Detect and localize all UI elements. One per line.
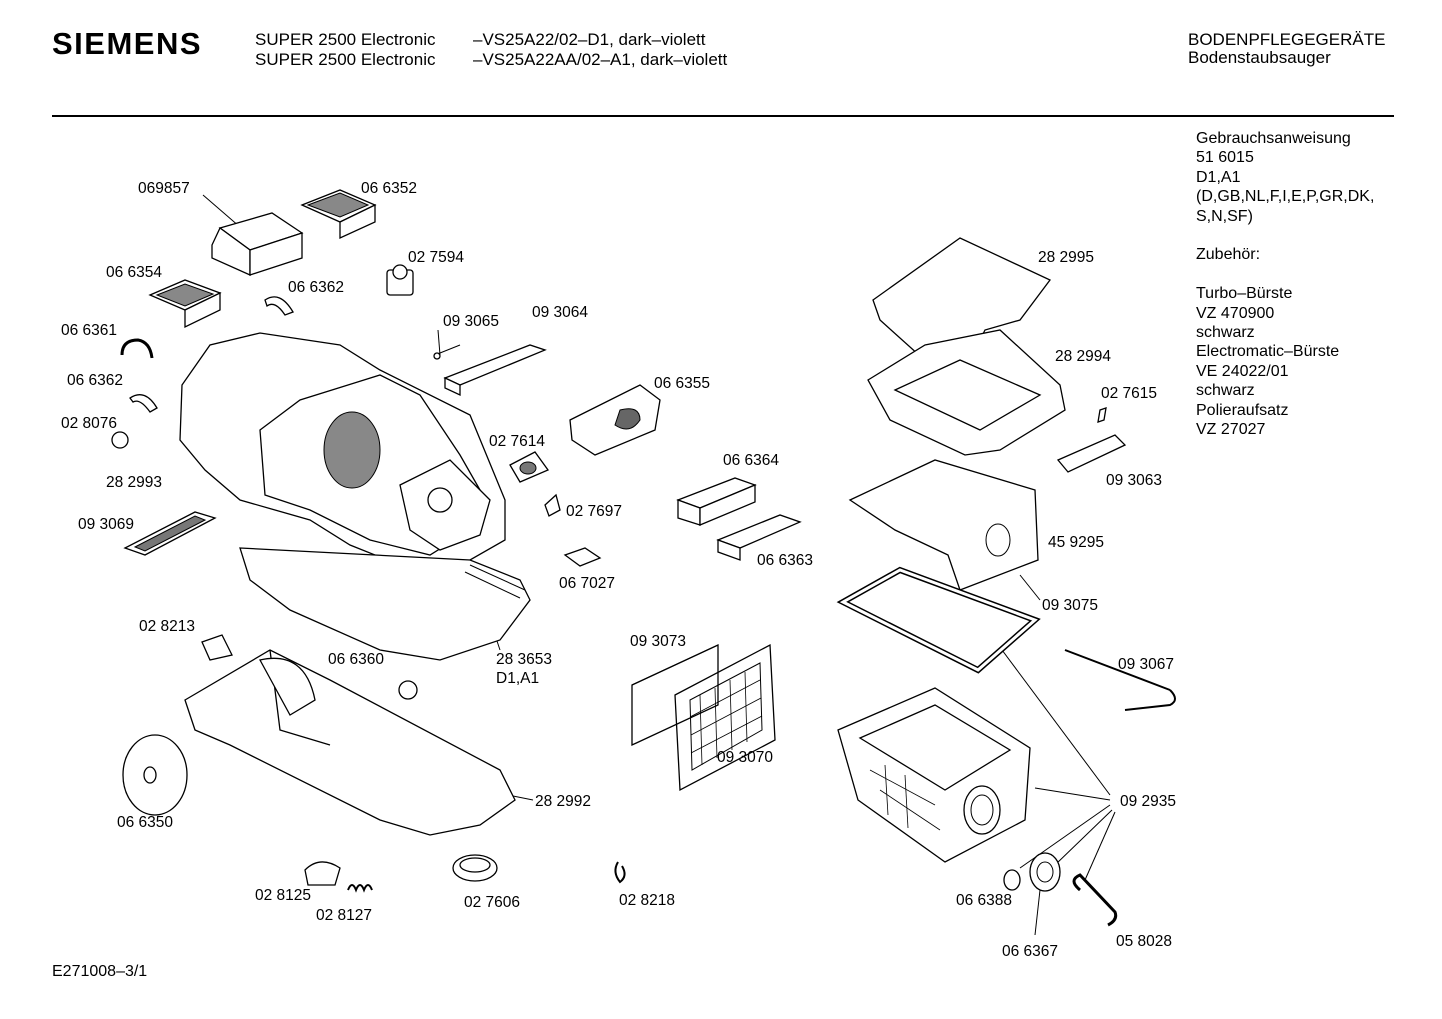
part-label: 09 3073 bbox=[630, 633, 687, 650]
part-label: 05 8028 bbox=[1116, 933, 1173, 950]
brand-logo: SIEMENS bbox=[52, 26, 203, 61]
part-label: 06 6388 bbox=[956, 892, 1013, 909]
part-066363 bbox=[716, 514, 802, 561]
part-label: 28 2994 bbox=[1055, 348, 1112, 365]
clip-066362 bbox=[129, 394, 158, 413]
bag-459295 bbox=[848, 459, 1039, 591]
model-name-2: SUPER 2500 Electronic bbox=[255, 50, 436, 69]
part-label: 09 3070 bbox=[717, 749, 774, 766]
header-divider bbox=[52, 115, 1394, 117]
part-label: 09 3065 bbox=[443, 313, 500, 330]
chassis-282992 bbox=[184, 649, 516, 836]
part-label: 069857 bbox=[138, 180, 190, 197]
lid-282995 bbox=[872, 237, 1052, 366]
part-label: 02 8125 bbox=[255, 887, 312, 904]
panel-066355 bbox=[569, 384, 661, 456]
part-label: 45 9295 bbox=[1048, 534, 1105, 551]
part-label: 09 3069 bbox=[78, 516, 135, 533]
part-label: 06 6354 bbox=[106, 264, 163, 281]
bumper-283653 bbox=[239, 547, 531, 661]
drawing-id: E271008–3/1 bbox=[52, 963, 148, 980]
model-code-2: –VS25A22AA/02–A1, dark–violett bbox=[473, 50, 728, 69]
part-label: 06 6364 bbox=[723, 452, 780, 469]
filter-066354 bbox=[148, 279, 222, 329]
rail-093064 bbox=[443, 344, 547, 397]
spring-028127 bbox=[347, 884, 373, 893]
part-093063 bbox=[1056, 434, 1127, 473]
part-label: 09 3067 bbox=[1118, 656, 1175, 673]
part-label: 06 6361 bbox=[61, 322, 118, 339]
part-label: 06 6362 bbox=[67, 372, 124, 389]
part-label: 02 8127 bbox=[316, 907, 373, 924]
part-028213 bbox=[201, 634, 233, 661]
hook-028218 bbox=[614, 861, 626, 884]
part-label: 06 6362 bbox=[288, 279, 345, 296]
part-067027 bbox=[563, 547, 602, 567]
part-label: 02 7614 bbox=[489, 433, 546, 450]
switch-027594 bbox=[386, 264, 414, 296]
part-label: 09 3064 bbox=[532, 304, 589, 321]
part-label: 06 6352 bbox=[361, 180, 418, 197]
part-label: 02 7606 bbox=[464, 894, 521, 911]
part-label: 06 6363 bbox=[757, 552, 814, 569]
part-027697 bbox=[544, 493, 561, 517]
part-label: 28 2992 bbox=[535, 793, 592, 810]
part-label: 06 6350 bbox=[117, 814, 174, 831]
part-label: 09 2935 bbox=[1120, 793, 1177, 810]
knob-028076 bbox=[111, 431, 129, 449]
filter-093069 bbox=[123, 511, 217, 556]
handle-066361 bbox=[120, 338, 154, 359]
holder-093067 bbox=[1064, 649, 1176, 711]
part-027615 bbox=[1097, 407, 1107, 423]
tray-282994 bbox=[867, 329, 1066, 456]
category-subtitle: Bodenstaubsauger bbox=[1188, 48, 1331, 67]
model-code-1: –VS25A22/02–D1, dark–violett bbox=[473, 30, 706, 49]
seal-093075 bbox=[836, 566, 1041, 674]
part-label: 02 7615 bbox=[1101, 385, 1158, 402]
dust-box bbox=[837, 687, 1031, 863]
ring-027606 bbox=[452, 854, 498, 882]
part-label: 02 8213 bbox=[139, 618, 196, 635]
model-name-1: SUPER 2500 Electronic bbox=[255, 30, 436, 49]
clip-058028 bbox=[1072, 873, 1118, 927]
filter-066352 bbox=[300, 189, 377, 240]
part-label: 09 3075 bbox=[1042, 597, 1099, 614]
part-label: D1,A1 bbox=[496, 670, 540, 687]
part-label: 06 6355 bbox=[654, 375, 711, 392]
part-label: 02 8076 bbox=[61, 415, 118, 432]
gear-066360 bbox=[398, 680, 418, 700]
part-label: 28 3653 bbox=[496, 651, 553, 668]
clamp-028125 bbox=[304, 861, 341, 886]
part-label: 02 7697 bbox=[566, 503, 623, 520]
part-label: 28 2993 bbox=[106, 474, 163, 491]
part-label: 09 3063 bbox=[1106, 472, 1163, 489]
filter-mat-093073 bbox=[631, 643, 719, 747]
part-label: 06 6360 bbox=[328, 651, 385, 668]
part-066388 bbox=[1003, 869, 1021, 891]
accessory-notes: Gebrauchsanweisung 51 6015 D1,A1 (D,GB,N… bbox=[1196, 130, 1375, 439]
part-label: 06 6367 bbox=[1002, 943, 1059, 960]
clip-093065 bbox=[433, 344, 461, 360]
housing-282993 bbox=[179, 332, 506, 566]
part-label: 02 7594 bbox=[408, 249, 465, 266]
part-label: 28 2995 bbox=[1038, 249, 1095, 266]
clip-066362-top bbox=[264, 296, 294, 316]
filter-cover-069857 bbox=[211, 212, 304, 277]
part-027614 bbox=[509, 451, 550, 483]
filter-093070 bbox=[674, 643, 776, 792]
part-label: 06 7027 bbox=[559, 575, 616, 592]
part-066364 bbox=[676, 477, 757, 526]
ring-066367 bbox=[1029, 852, 1061, 892]
wheel-066350 bbox=[122, 734, 188, 816]
category-title: BODENPFLEGEGERÄTE bbox=[1188, 30, 1386, 49]
part-label: 02 8218 bbox=[619, 892, 676, 909]
